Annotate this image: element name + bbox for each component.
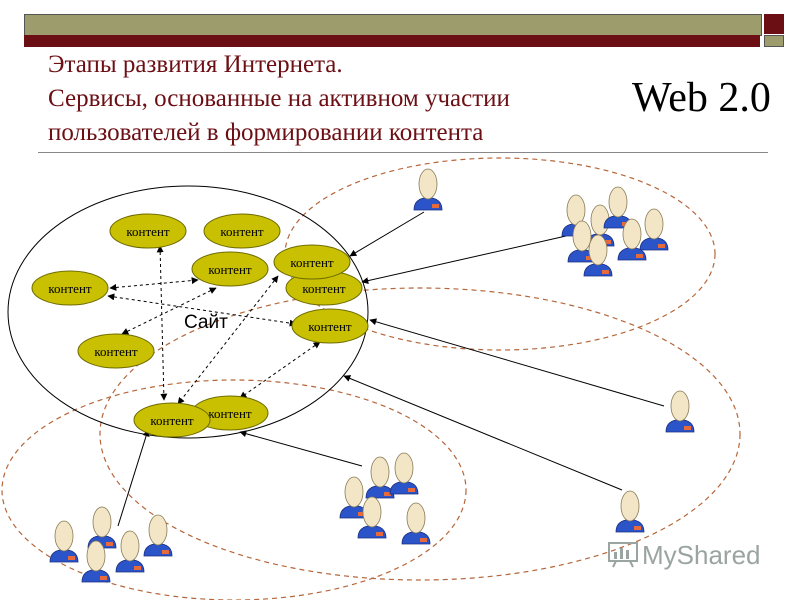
heading-line-2: Сервисы, основанные на активном участии [48, 85, 510, 112]
svg-text:контент: контент [126, 224, 170, 239]
content-node: контент [273, 244, 351, 280]
user-icon [639, 208, 669, 251]
user-icon [143, 514, 173, 557]
user-group-bottom-right [615, 490, 645, 533]
web20-badge: Web 2.0 [632, 75, 771, 121]
content-nodes: контент контент контент контент контент … [31, 213, 369, 438]
heading-divider [38, 152, 768, 153]
watermark-text: MyShared [642, 540, 761, 570]
user-icon [615, 490, 645, 533]
content-node: контент [77, 333, 155, 369]
svg-text:контент: контент [302, 281, 346, 296]
site-label: Сайт [184, 312, 228, 333]
svg-text:контент: контент [290, 255, 334, 270]
svg-text:контент: контент [308, 319, 352, 334]
svg-text:контент: контент [220, 224, 264, 239]
corner-block-maroon [764, 14, 784, 34]
user-icon [665, 390, 695, 433]
content-node: контент [191, 395, 269, 431]
svg-text:контент: контент [94, 344, 138, 359]
site-circle [7, 185, 369, 439]
content-node: контент [31, 270, 109, 306]
content-node: контент [133, 402, 211, 438]
svg-text:контент: контент [208, 406, 252, 421]
user-group-right [665, 390, 695, 433]
user-arrows [117, 211, 665, 527]
content-node: контент [291, 308, 369, 344]
corner-block-olive [764, 35, 784, 47]
svg-text:контент: контент [208, 262, 252, 277]
title-bar-bottom [24, 35, 760, 47]
content-links [107, 245, 321, 405]
user-group-top [413, 168, 443, 211]
user-icon [413, 168, 443, 211]
heading-line-3: пользователей в формировании контента [48, 119, 484, 146]
user-group-bottom-center [339, 452, 431, 545]
content-node: контент [203, 213, 281, 249]
slide-heading: Этапы развития Интернета. Сервисы, основ… [48, 48, 608, 150]
svg-text:контент: контент [48, 281, 92, 296]
community-ellipse-bottom-right [99, 287, 741, 581]
user-group-top-right [561, 186, 669, 277]
content-node: контент [109, 213, 187, 249]
user-group-bottom-left [49, 506, 173, 583]
chart-icon [608, 542, 638, 568]
user-icon [115, 530, 145, 573]
heading-line-1: Этапы развития Интернета. [48, 51, 343, 78]
user-icon [49, 520, 79, 563]
content-node: контент [191, 251, 269, 287]
user-icon [401, 502, 431, 545]
user-icon [389, 452, 419, 495]
svg-text:контент: контент [150, 413, 194, 428]
